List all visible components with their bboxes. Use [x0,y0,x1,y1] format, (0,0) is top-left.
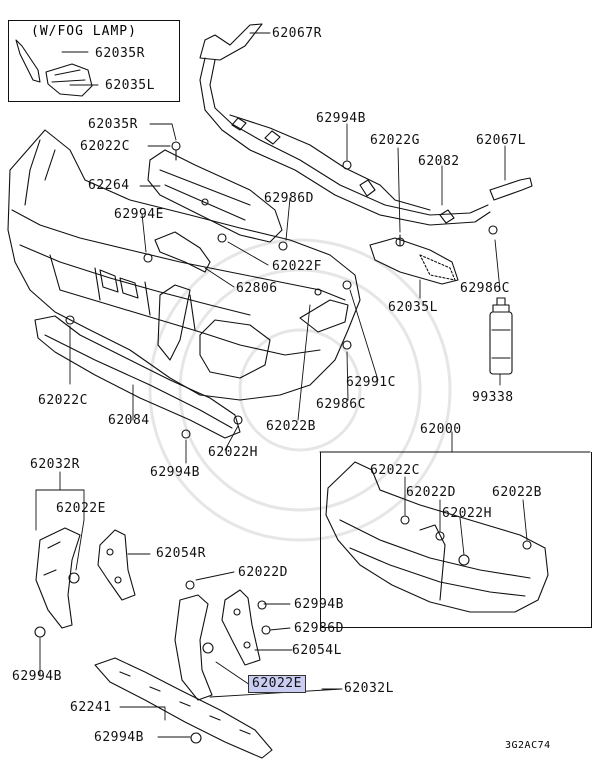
lower-reinforcement-62084 [34,315,241,439]
part-label-62994B-lower-right[interactable]: 62994B [294,597,344,612]
front-bumper-cover [7,129,361,401]
side-panel-62032R [35,527,81,629]
bumper-assembly-inset [320,452,592,628]
bracket-62054R [97,529,136,601]
bracket-62067L [489,177,533,201]
fog-lamp-inset-drawing [15,39,93,97]
inset-label-62035R[interactable]: 62035R [95,46,145,61]
assembly-label-62022H[interactable]: 62022H [442,506,492,521]
side-panel-62032L [174,594,213,701]
absorber-62264 [147,149,283,243]
part-label-62986D-upper[interactable]: 62986D [264,191,314,206]
part-label-62022G[interactable]: 62022G [370,133,420,148]
bumper-reinforcement-62082 [199,23,491,226]
part-label-62022C-upper[interactable]: 62022C [80,139,130,154]
part-label-62082[interactable]: 62082 [418,154,460,169]
watermark-seal [148,238,452,542]
part-label-62084[interactable]: 62084 [108,413,150,428]
part-label-62022E-left[interactable]: 62022E [56,501,106,516]
part-label-62241[interactable]: 62241 [70,700,112,715]
fog-lamp-inset: (W/FOG LAMP) 62035R 62035L [8,20,180,102]
part-label-62032L[interactable]: 62032L [344,681,394,696]
touch-up-can-99338 [489,297,513,375]
part-label-62991C[interactable]: 62991C [346,375,396,390]
fog-lamp-inset-title: (W/FOG LAMP) [31,24,137,39]
part-label-62994B-upper[interactable]: 62994B [316,111,366,126]
part-label-62054R[interactable]: 62054R [156,546,206,561]
part-label-62986C-center[interactable]: 62986C [316,397,366,412]
part-label-62986D-lower[interactable]: 62986D [294,621,344,636]
part-label-62994B-lower-left[interactable]: 62994B [12,669,62,684]
assembly-label-62022B[interactable]: 62022B [492,485,542,500]
part-label-99338[interactable]: 99338 [472,390,514,405]
diagram-code: 3G2AC74 [505,740,551,751]
bracket-62806 [154,231,211,273]
inset-label-62035L[interactable]: 62035L [105,78,155,93]
part-label-62264[interactable]: 62264 [88,178,130,193]
side-spoiler [299,299,349,333]
part-label-62022H[interactable]: 62022H [208,445,258,460]
part-label-62986C-right[interactable]: 62986C [460,281,510,296]
part-label-62994B-center[interactable]: 62994B [150,465,200,480]
part-label-62035R[interactable]: 62035R [88,117,138,132]
assembly-label-62022D[interactable]: 62022D [406,485,456,500]
bolts-lower-center [185,580,271,744]
bumper-assembly-drawing [325,461,549,613]
part-label-62032R[interactable]: 62032R [30,457,80,472]
leader-lines [35,32,591,738]
part-label-62022F[interactable]: 62022F [272,259,322,274]
part-label-62035L[interactable]: 62035L [388,300,438,315]
part-label-62022E-highlighted[interactable]: 62022E [248,675,306,693]
part-label-62067L[interactable]: 62067L [476,133,526,148]
part-label-62994B-bottom[interactable]: 62994B [94,730,144,745]
part-label-62994E[interactable]: 62994E [114,207,164,222]
bracket-62054L [221,589,261,666]
part-label-62806[interactable]: 62806 [236,281,278,296]
fasteners [65,141,498,439]
assembly-label-62022C[interactable]: 62022C [370,463,420,478]
fog-cover-62035L [369,237,459,285]
under-cover-62241 [94,657,273,759]
bolts-lower-left [34,572,80,638]
part-label-62022D-lower[interactable]: 62022D [238,565,288,580]
part-label-62067R[interactable]: 62067R [272,26,322,41]
part-label-62000[interactable]: 62000 [420,422,462,437]
part-label-62022C-left[interactable]: 62022C [38,393,88,408]
part-label-62022B[interactable]: 62022B [266,419,316,434]
part-label-62054L[interactable]: 62054L [292,643,342,658]
